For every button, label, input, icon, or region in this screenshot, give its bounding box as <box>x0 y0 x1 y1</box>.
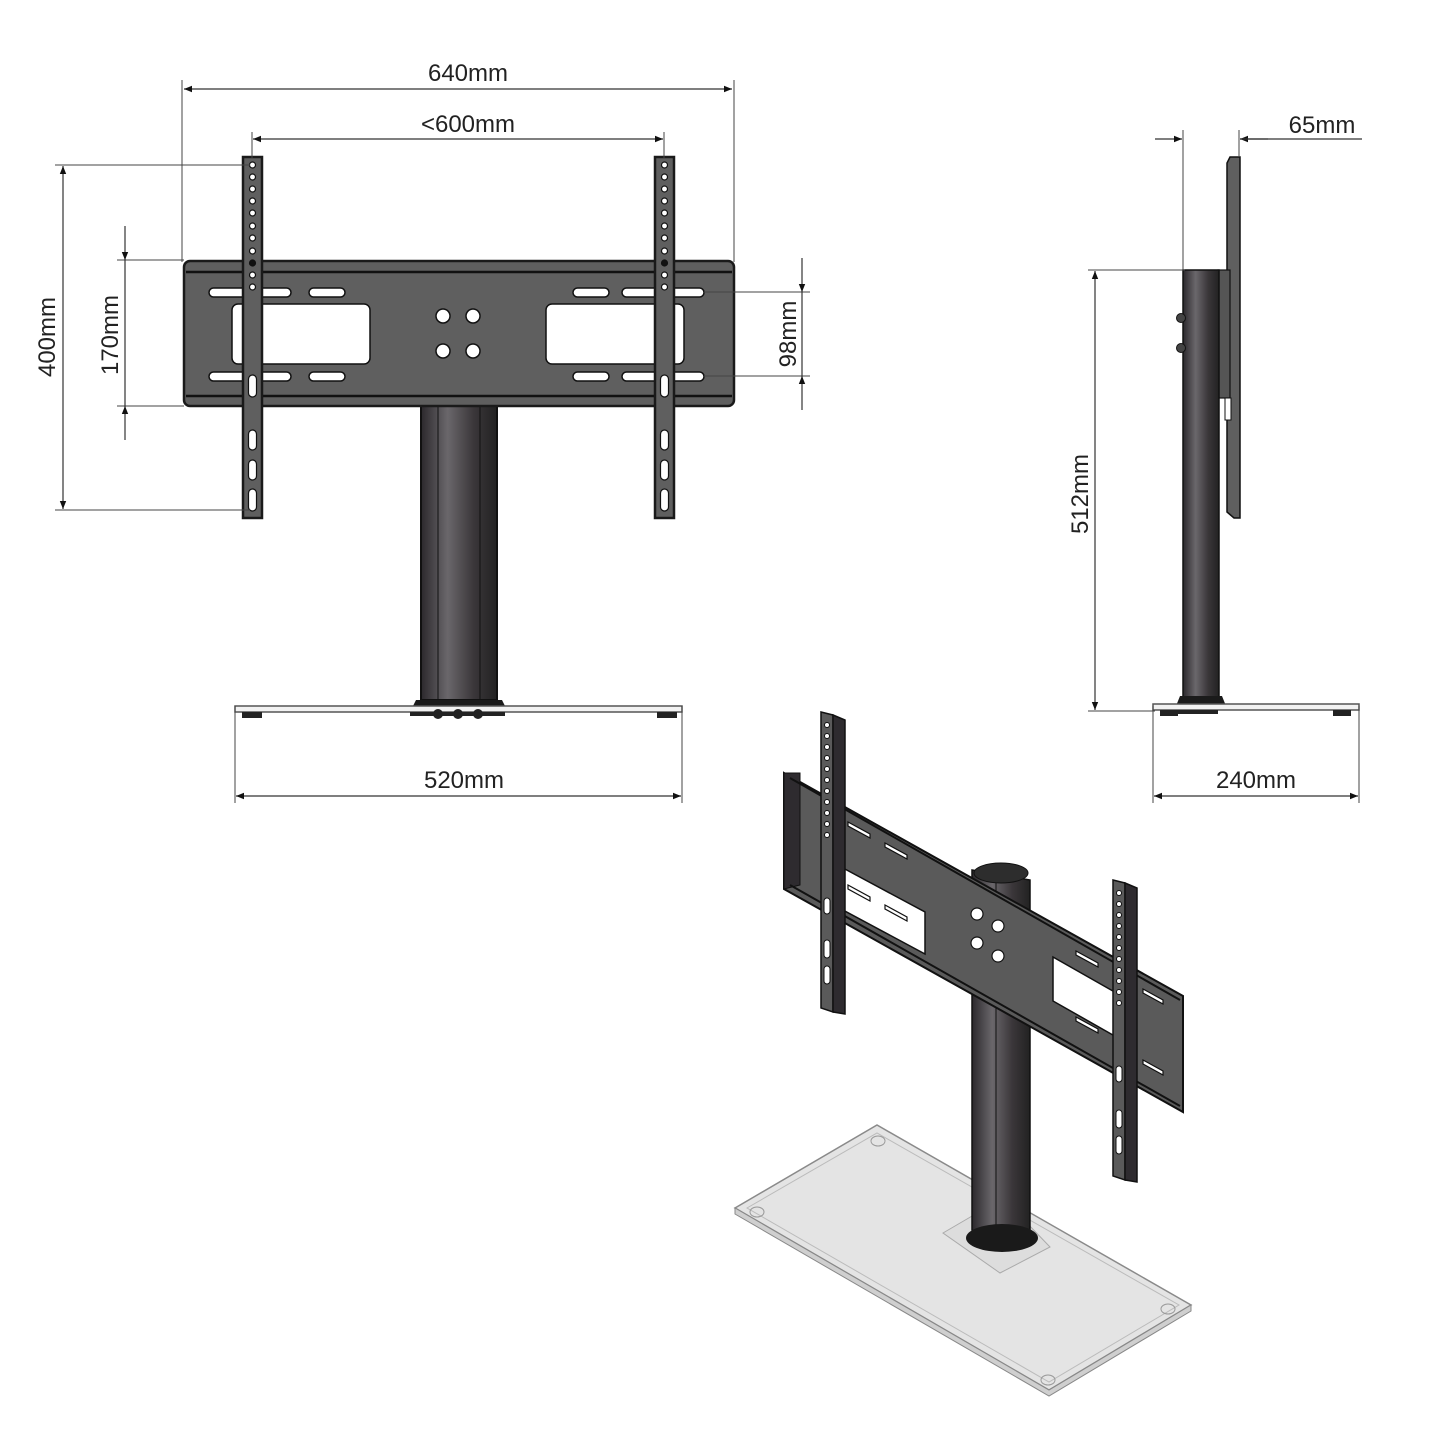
front-pole <box>420 404 498 701</box>
side-pole <box>1182 269 1220 699</box>
front-mount-plate <box>182 259 736 408</box>
dim-base-width: 520mm <box>424 767 504 794</box>
side-view: 65mm 512mm 240mm <box>1067 112 1362 803</box>
dim-slot-spacing: 98mm <box>775 301 802 368</box>
side-mount-plate <box>1226 156 1241 519</box>
isometric-view <box>733 711 1193 1397</box>
dim-overall-width: 640mm <box>428 60 508 87</box>
dim-plate-height: 170mm <box>97 295 124 375</box>
dim-depth-offset: 65mm <box>1289 112 1356 139</box>
iso-right-arm <box>1112 879 1138 1183</box>
dim-pole-height: 512mm <box>1067 454 1094 534</box>
dim-base-depth: 240mm <box>1216 767 1296 794</box>
front-left-arm <box>241 155 264 520</box>
dim-max-vesa-width: <600mm <box>421 111 515 138</box>
side-base <box>1152 703 1360 711</box>
iso-left-arm <box>820 711 846 1015</box>
front-right-arm <box>653 155 676 520</box>
dim-bracket-height: 400mm <box>34 297 61 377</box>
front-view: 640mm <600mm 400mm 170mm 98mm 520mm <box>34 60 810 803</box>
